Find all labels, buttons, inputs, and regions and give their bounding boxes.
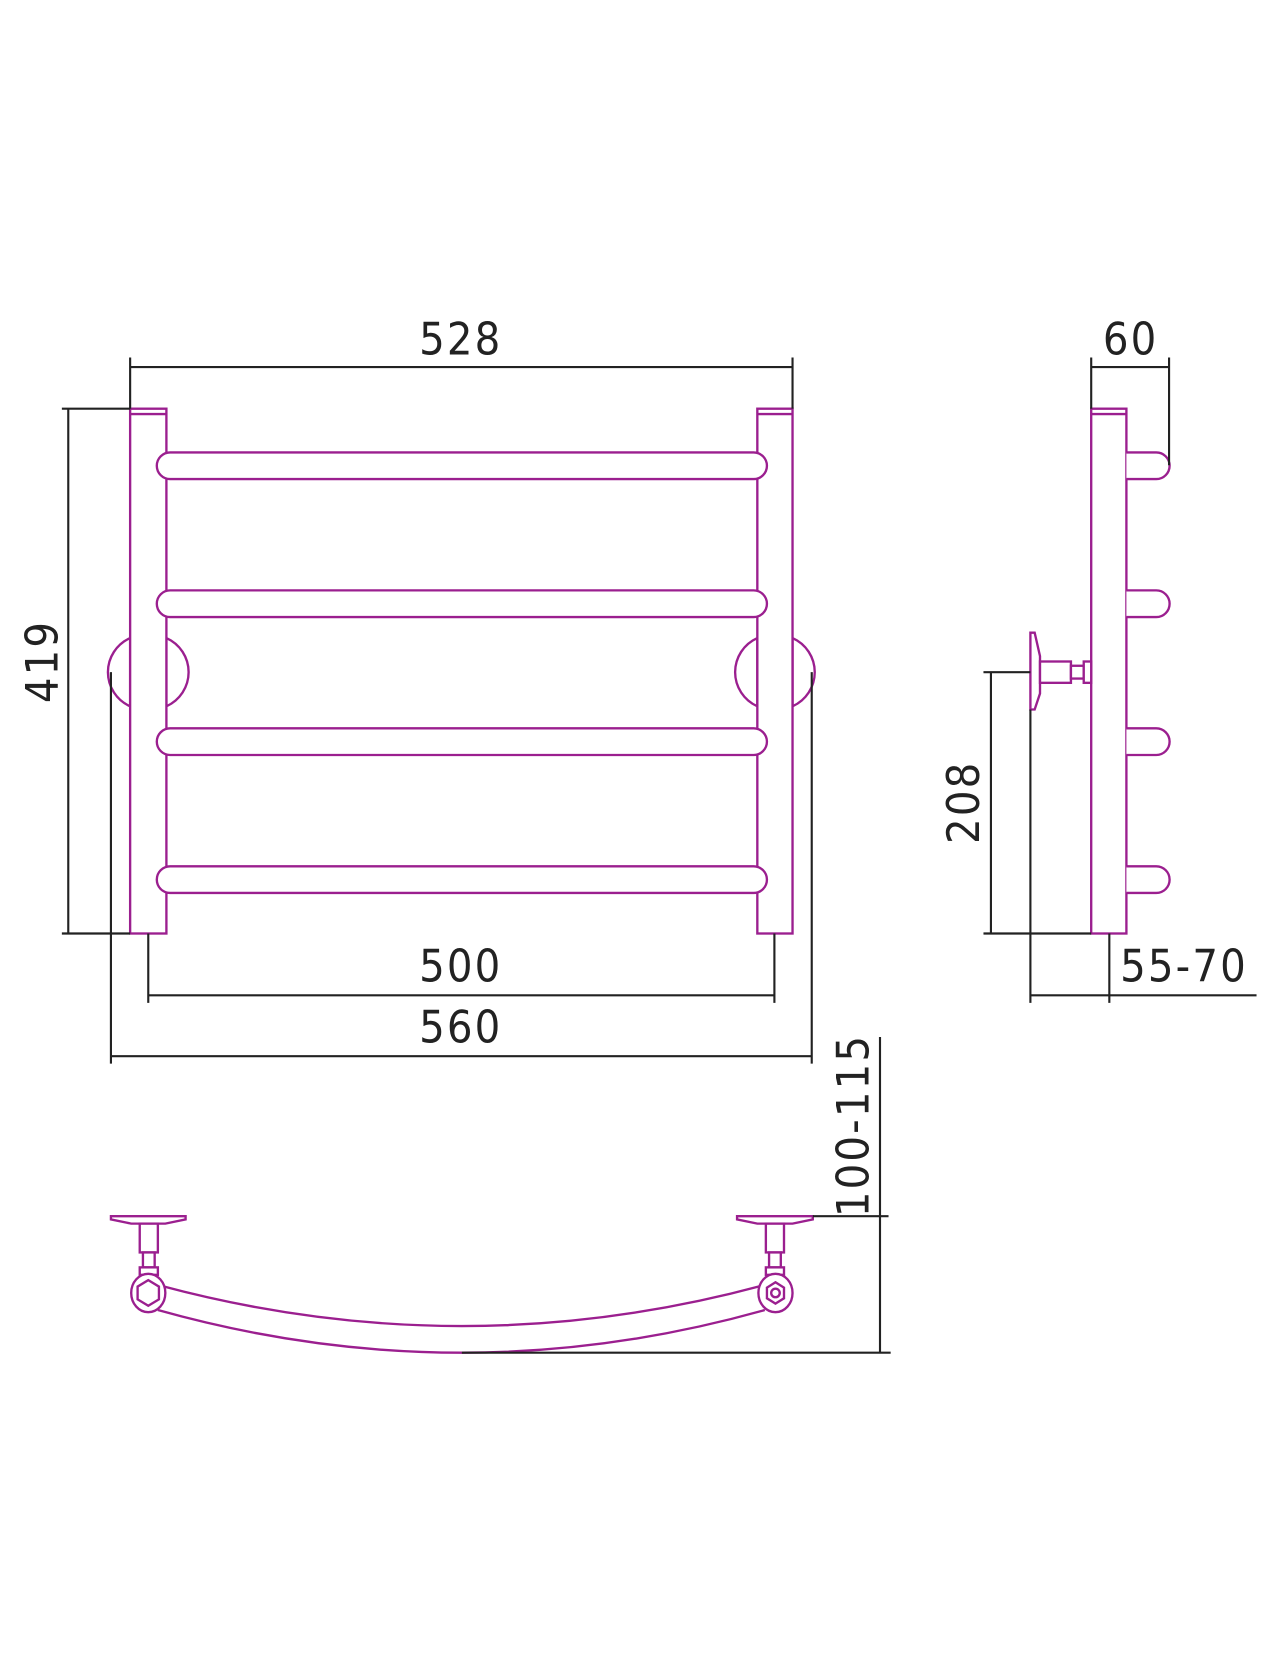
left-post [128,407,168,935]
right-post [756,407,794,935]
front-view: 528 419 500 560 [16,312,816,1064]
dimension-label-560: 560 [419,1000,502,1053]
dimension-419: 419 [16,407,131,935]
dimension-208: 208 [937,671,1092,935]
dimension-label-60: 60 [1103,312,1159,365]
dimension-55-70: 55-70 [1029,709,1257,1003]
right-bracket-disc [734,636,816,709]
side-rail-2 [1126,589,1171,619]
side-rail-3 [1126,727,1171,757]
side-post [1090,407,1128,935]
dimension-100-115: 100-115 [461,1034,891,1354]
dimension-label-419: 419 [16,620,69,703]
dimension-500: 500 [147,933,776,1003]
side-view: 60 208 55-70 [937,312,1257,1003]
dimension-label-55-70: 55-70 [1120,940,1248,993]
rail-4 [155,865,769,895]
side-wall-bracket [1029,631,1093,711]
dimension-label-208: 208 [937,761,990,844]
rail-3 [155,727,769,757]
left-wall-mount [109,1214,187,1314]
dimension-560: 560 [109,672,813,1064]
curved-rail [157,1284,766,1354]
dimension-label-500: 500 [419,940,502,993]
top-view: 100-115 [109,1034,891,1354]
dimension-60: 60 [1090,312,1171,466]
side-rail-1 [1126,451,1171,481]
dimension-label-100-115: 100-115 [826,1034,879,1217]
rail-2 [155,589,769,619]
dimension-label-528: 528 [419,312,502,365]
left-bracket-disc [106,636,190,709]
right-wall-mount [735,1214,814,1314]
side-rail-4 [1126,865,1171,895]
dimension-528: 528 [129,312,794,409]
rail-1 [155,451,769,481]
